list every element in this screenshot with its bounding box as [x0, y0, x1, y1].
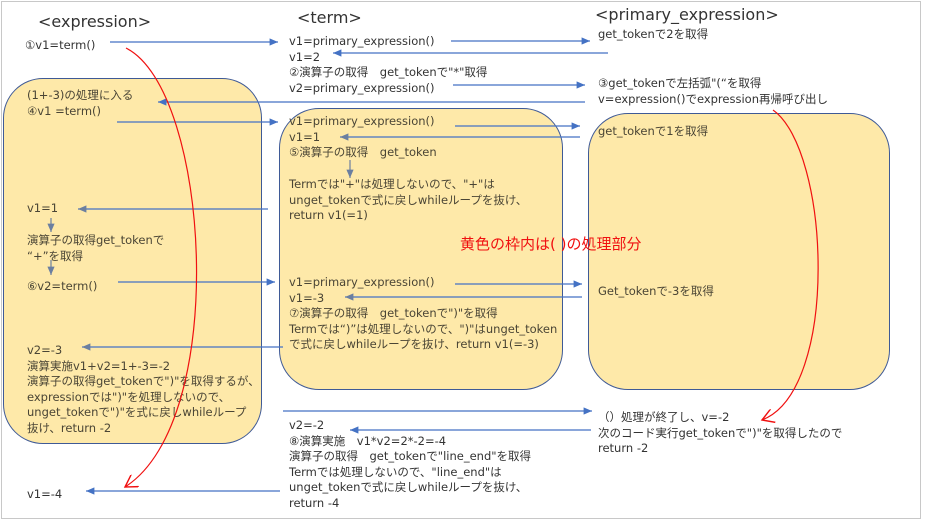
term-title: <term>	[297, 8, 362, 27]
expr-step1: ①v1=term()	[25, 38, 96, 52]
primary-title: <primary_expression>	[595, 5, 779, 24]
paren-note: 黄色の枠内は( )の処理部分	[460, 235, 642, 253]
primary-p4: Get_tokenで-3を取得	[598, 284, 714, 298]
expr-v1: v1=1	[27, 201, 59, 215]
expression-paren-box	[3, 78, 262, 444]
expr-step6: ⑥v2=term()	[27, 279, 98, 293]
recursion-call-arrow	[762, 109, 819, 420]
primary-paren-box	[588, 113, 890, 390]
frame	[1, 1, 921, 519]
expression-title: <expression>	[38, 12, 152, 31]
primary-p1: get_tokenで2を取得	[598, 27, 709, 41]
expr-block-a3: 演算子の取得get_tokenで“+”を取得	[27, 233, 165, 263]
term-paren-box	[279, 108, 563, 390]
expr-final: v1=-4	[27, 487, 63, 501]
primary-p3: get_tokenで1を取得	[598, 124, 709, 138]
recursion-return-arrow	[125, 47, 198, 487]
